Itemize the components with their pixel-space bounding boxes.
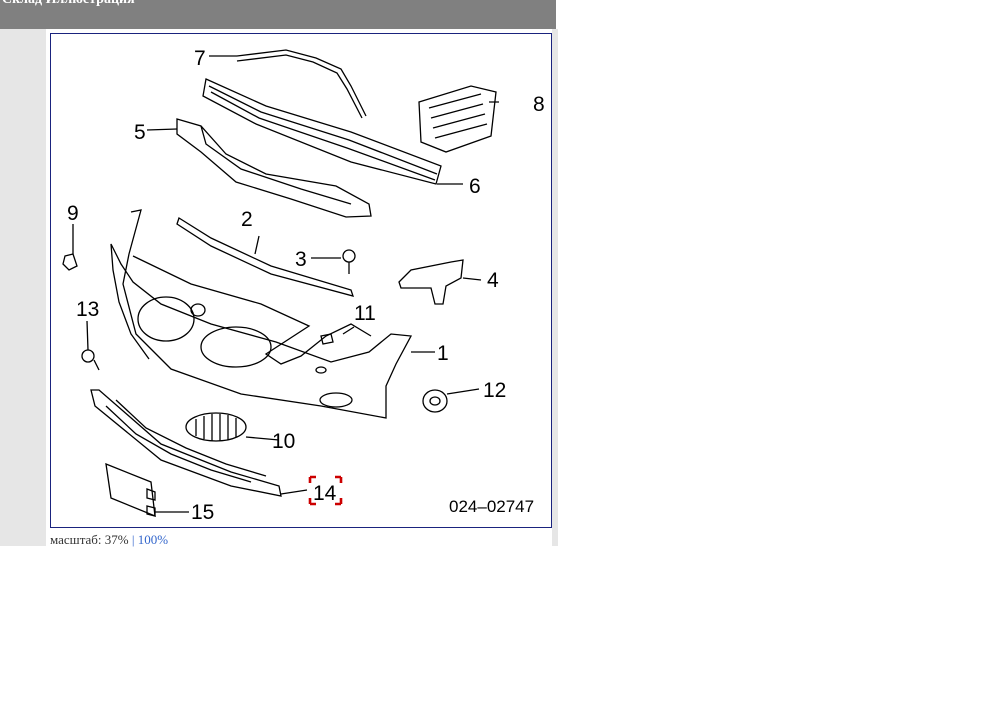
part-4-bracket bbox=[398, 259, 464, 305]
callout-12: 12 bbox=[483, 379, 506, 402]
scale-label: масштаб: bbox=[50, 532, 102, 547]
callout-14: 14 bbox=[313, 482, 337, 505]
part-3-screw bbox=[342, 249, 356, 263]
callout-6: 6 bbox=[469, 175, 481, 198]
part-1-bumper bbox=[110, 209, 413, 419]
part-11-cap bbox=[320, 333, 334, 345]
right-gutter bbox=[552, 29, 558, 546]
callout-5: 5 bbox=[134, 121, 146, 144]
part-5-absorber bbox=[176, 118, 372, 218]
part-6-reinforcement bbox=[202, 78, 442, 185]
diagram-code: 024–02747 bbox=[449, 497, 534, 516]
callout-1: 1 bbox=[437, 342, 449, 365]
scale-separator: | bbox=[131, 532, 135, 547]
left-sidebar bbox=[0, 29, 46, 546]
parts-diagram[interactable]: 1 2 3 4 5 6 7 8 9 10 11 12 13 14 15 024–… bbox=[50, 33, 552, 528]
page-title: Склад Иллюстрация bbox=[2, 0, 135, 8]
part-9-clip bbox=[62, 253, 78, 271]
callout-2: 2 bbox=[241, 208, 253, 231]
part-7-hose bbox=[236, 49, 367, 117]
part-12-grommet bbox=[422, 389, 448, 413]
callout-7: 7 bbox=[194, 47, 206, 70]
callout-3: 3 bbox=[295, 248, 307, 271]
scale-value: 37% bbox=[104, 532, 129, 547]
part-10-grille bbox=[185, 412, 247, 442]
page-header: Склад Иллюстрация bbox=[0, 0, 556, 29]
callout-13: 13 bbox=[76, 298, 99, 321]
callout-8: 8 bbox=[533, 93, 545, 116]
callout-4: 4 bbox=[487, 269, 499, 292]
part-2-trim bbox=[176, 217, 354, 297]
scale-row: масштаб: 37% | 100% bbox=[50, 532, 168, 548]
callout-15: 15 bbox=[191, 501, 214, 524]
part-14-highlight bbox=[308, 475, 343, 506]
callout-11: 11 bbox=[354, 302, 376, 325]
part-14-lower-grille bbox=[90, 389, 282, 497]
bumper-exploded-view: 1 2 3 4 5 6 7 8 9 10 11 12 13 14 15 024–… bbox=[62, 47, 545, 524]
part-8-bracket bbox=[418, 85, 497, 153]
part-13-cap bbox=[81, 349, 95, 363]
callout-10: 10 bbox=[272, 430, 295, 453]
callout-9: 9 bbox=[67, 202, 79, 225]
full-size-link[interactable]: 100% bbox=[137, 532, 169, 547]
